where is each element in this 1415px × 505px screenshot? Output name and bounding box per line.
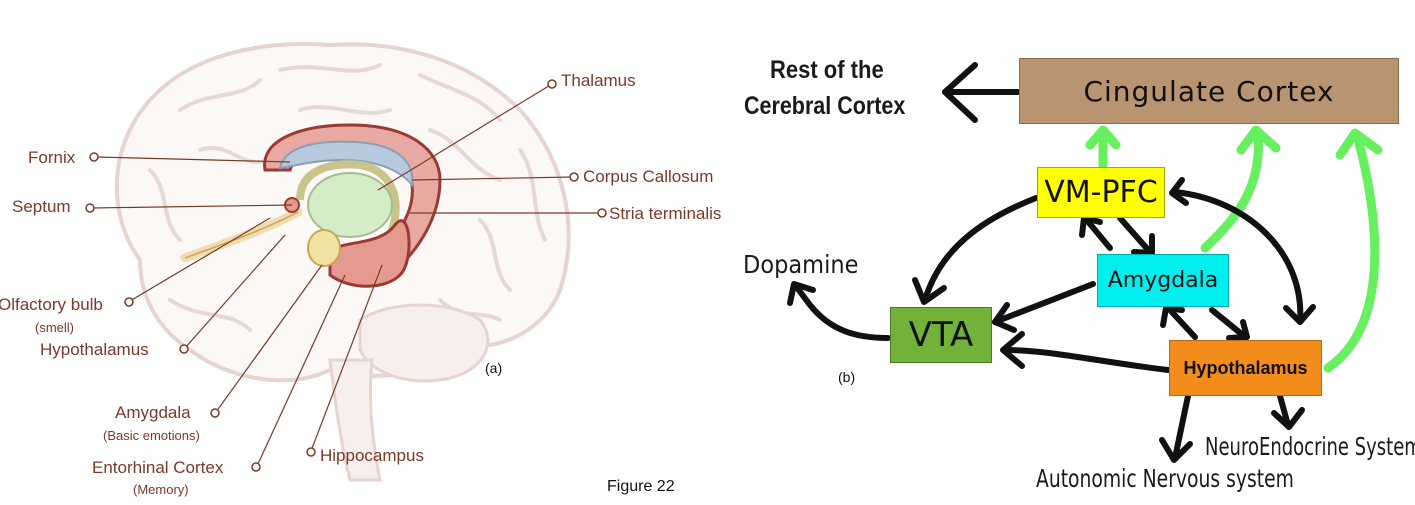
label-amygdala-sub: (Basic emotions) [103, 428, 200, 443]
neuroendocrine-label: NeuroEndocrine System [1205, 432, 1415, 461]
label-thalamus: Thalamus [561, 71, 636, 90]
label-fornix: Fornix [28, 148, 76, 167]
vta-box: VTA [890, 307, 992, 363]
rest-of-cortex-line1: Rest of the [770, 56, 884, 84]
panel-b-label: (b) [838, 369, 856, 385]
dopamine-label: Dopamine [743, 250, 859, 279]
label-corpus-callosum: Corpus Callosum [583, 167, 714, 186]
label-entorhinal-cortex: Entorhinal Cortex [92, 458, 224, 477]
label-olfactory-bulb: Olfactory bulb [0, 295, 103, 314]
label-hypothalamus: Hypothalamus [40, 340, 149, 359]
thalamus-shape [307, 172, 393, 238]
rest-of-cortex-line2: Cerebral Cortex [744, 92, 906, 120]
label-entorhinal-sub: (Memory) [133, 482, 189, 497]
figure-caption: Figure 22 [607, 478, 675, 495]
label-hippocampus: Hippocampus [320, 446, 424, 465]
fornix-shape [278, 140, 414, 188]
label-septum: Septum [12, 197, 71, 216]
hypothalamus-box: Hypothalamus [1169, 340, 1322, 396]
label-stria-terminalis: Stria terminalis [609, 204, 722, 223]
amygdala-shape [307, 229, 341, 267]
amygdala-box: Amygdala [1097, 254, 1229, 307]
panel-a-label: (a) [485, 360, 503, 376]
label-olfactory-sub: (smell) [35, 320, 74, 335]
label-amygdala: Amygdala [115, 403, 191, 422]
autonomic-label: Autonomic Nervous system [1036, 464, 1294, 493]
hippocampus-shape [328, 219, 411, 288]
vmpfc-box: VM-PFC [1037, 167, 1165, 218]
cingulate-cortex-box: Cingulate Cortex [1019, 58, 1399, 124]
